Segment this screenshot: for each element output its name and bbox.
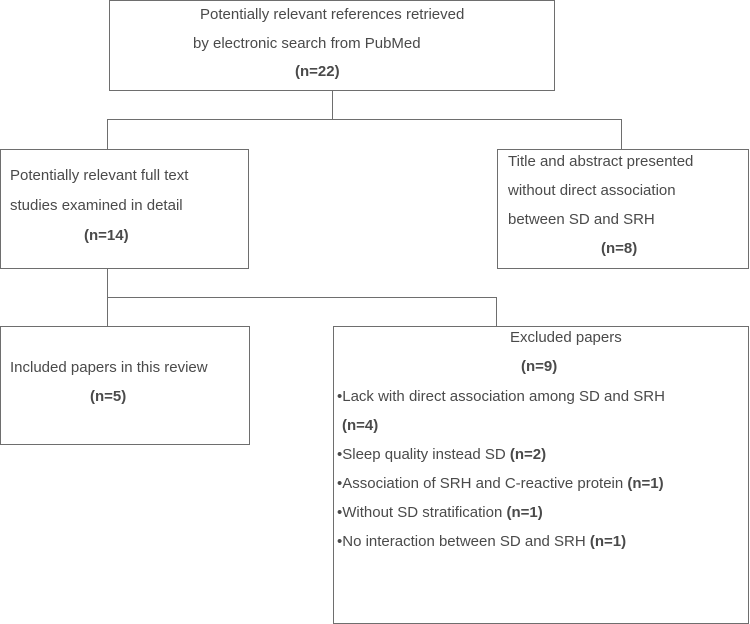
included-count: (n=5) xyxy=(90,388,127,405)
excluded-item-1-count: (n=4) xyxy=(342,417,379,434)
fulltext-count: (n=14) xyxy=(84,227,129,244)
search-results-line1: Potentially relevant references retrieve… xyxy=(200,6,465,23)
excluded-count: (n=9) xyxy=(521,358,558,375)
search-results-count: (n=22) xyxy=(295,63,340,80)
excluded-item-4: •Without SD stratification (n=1) xyxy=(337,504,543,521)
search-results-box: Potentially relevant references retrieve… xyxy=(109,0,555,91)
included-box: Included papers in this review (n=5) xyxy=(0,326,250,445)
connector-to-fulltext xyxy=(107,119,108,149)
excluded-item-3: •Association of SRH and C-reactive prote… xyxy=(337,475,664,492)
excluded-item-5: •No interaction between SD and SRH (n=1) xyxy=(337,533,627,550)
included-line1: Included papers in this review xyxy=(10,359,208,376)
excluded-item-5-count: (n=1) xyxy=(589,533,627,550)
excluded-abstract-line1: Title and abstract presented xyxy=(508,153,694,170)
connector-bottom-branch xyxy=(107,297,496,298)
fulltext-box: Potentially relevant full text studies e… xyxy=(0,149,249,269)
excluded-title: Excluded papers xyxy=(510,329,622,346)
connector-to-excluded xyxy=(496,297,497,327)
excluded-item-4-count: (n=1) xyxy=(506,504,543,521)
excluded-item-2-count: (n=2) xyxy=(509,446,547,463)
connector-top-branch xyxy=(107,119,621,120)
connector-to-excluded-abstract xyxy=(621,119,622,149)
excluded-abstract-count: (n=8) xyxy=(601,240,638,257)
excluded-item-2: •Sleep quality instead SD (n=2) xyxy=(337,446,547,463)
connector-top-down xyxy=(332,90,333,119)
excluded-abstract-box: Title and abstract presented without dir… xyxy=(497,149,749,269)
excluded-abstract-line2: without direct association xyxy=(508,182,676,199)
search-results-line2: by electronic search from PubMed xyxy=(193,35,421,52)
excluded-item-3-count: (n=1) xyxy=(627,475,664,492)
excluded-abstract-line3: between SD and SRH xyxy=(508,211,655,228)
fulltext-line1: Potentially relevant full text xyxy=(10,167,189,184)
fulltext-line2: studies examined in detail xyxy=(10,197,183,214)
excluded-item-1: •Lack with direct association among SD a… xyxy=(337,388,665,405)
excluded-box: Excluded papers (n=9) •Lack with direct … xyxy=(333,326,749,624)
